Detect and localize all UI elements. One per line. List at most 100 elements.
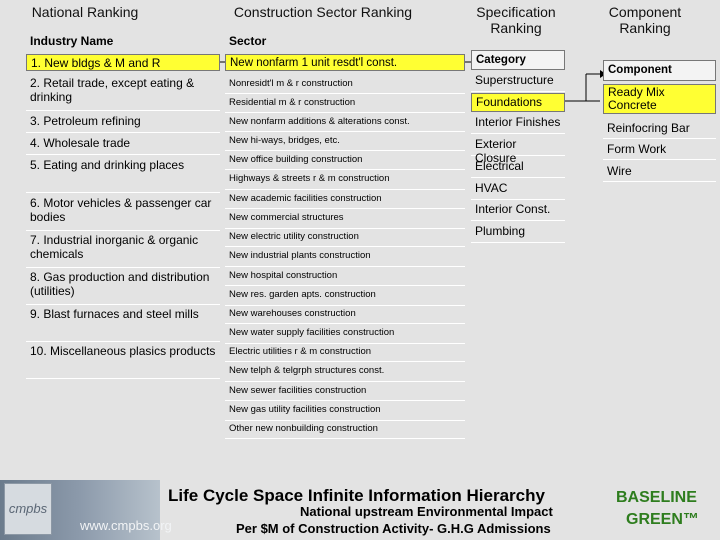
brand-green: GREEN™ [626, 511, 699, 528]
sector-item-20[interactable]: Other new nonbuilding construction [225, 421, 465, 439]
component-header: Component [603, 60, 716, 81]
category-item-label: Plumbing [475, 224, 526, 238]
industry-item-8[interactable]: 8. Gas production and distribution (util… [26, 269, 220, 305]
industry-item-7[interactable]: 7. Industrial inorganic & organic chemic… [26, 232, 220, 268]
sector-label: New telph & telgrph structures const. [229, 365, 385, 376]
footer-title: Life Cycle Space Infinite Information Hi… [168, 486, 545, 505]
footer-subtitle-1: National upstream Environmental Impact [300, 504, 553, 519]
industry-label: 2. Retail trade, except eating & drinkin… [30, 76, 195, 104]
component-item-ready-mix-concrete[interactable]: Ready Mix Concrete [603, 84, 716, 114]
sector-item-9[interactable]: New commercial structures [225, 210, 465, 229]
sector-label: New office building construction [229, 154, 363, 165]
sector-label: New gas utility facilities construction [229, 404, 381, 415]
sector-item-1[interactable]: New nonfarm 1 unit resdt'l const. [225, 54, 465, 71]
component-item-reinforcing-bar[interactable]: Reinfocring Bar [603, 121, 716, 139]
industry-item-10[interactable]: 10. Miscellaneous plasics products [26, 343, 220, 379]
cmpbs-logo: cmpbs [4, 483, 52, 535]
sector-item-12[interactable]: New hospital construction [225, 268, 465, 286]
industry-item-5[interactable]: 5. Eating and drinking places [26, 157, 220, 193]
brand-baseline: BASELINE [616, 489, 697, 506]
footer-subtitle-2: Per $M of Construction Activity- G.H.G A… [236, 521, 551, 536]
national-ranking-header: National Ranking [31, 4, 139, 20]
category-item-plumbing[interactable]: Plumbing [471, 223, 565, 243]
component-item-form-work[interactable]: Form Work [603, 142, 716, 160]
sector-label: Sector [229, 34, 267, 48]
industry-name-label: Industry Name [30, 34, 114, 48]
industry-item-1[interactable]: 1. New bldgs & M and R [26, 54, 220, 71]
category-item-hvac[interactable]: HVAC [471, 180, 565, 200]
category-item-label: Electrical [475, 159, 524, 173]
category-item-label: Interior Const. [475, 202, 551, 216]
industry-label: 1. New bldgs & M and R [31, 56, 161, 70]
industry-label: 4. Wholesale trade [30, 136, 131, 150]
category-item-label: Foundations [476, 95, 543, 109]
component-item-label: Ready Mix Concrete [608, 85, 665, 112]
sector-label: New hospital construction [229, 270, 338, 281]
sector-label: New nonfarm 1 unit resdt'l const. [230, 57, 398, 69]
industry-label: 7. Industrial inorganic & organic chemic… [30, 233, 199, 261]
sector-label: Electric utilities r & m construction [229, 346, 372, 357]
industry-item-2[interactable]: 2. Retail trade, except eating & drinkin… [26, 75, 220, 111]
industry-label: 10. Miscellaneous plasics products [30, 344, 216, 358]
category-item-foundations[interactable]: Foundations [471, 93, 565, 112]
component-item-label: Reinfocring Bar [607, 121, 690, 135]
sector-item-13[interactable]: New res. garden apts. construction [225, 287, 465, 306]
sector-item-4[interactable]: New nonfarm additions & alterations cons… [225, 114, 465, 132]
sector-item-3[interactable]: Residential m & r construction [225, 95, 465, 113]
category-item-label: Interior Finishes [475, 115, 561, 129]
industry-label: 6. Motor vehicles & passenger car bodies [30, 196, 212, 224]
sector-label: New warehouses construction [229, 308, 356, 319]
category-item-exterior-closure[interactable]: Exterior Closure [471, 136, 565, 165]
specification-ranking-header: Specification Ranking [476, 4, 556, 36]
category-item-interior-finishes[interactable]: Interior Finishes [471, 114, 565, 134]
website-url[interactable]: www.cmpbs.org [80, 518, 172, 533]
sector-label: New nonfarm additions & alterations cons… [229, 116, 410, 127]
sector-label: New hi-ways, bridges, etc. [229, 135, 340, 146]
category-item-electrical[interactable]: Electrical [471, 158, 565, 178]
component-label: Component [608, 64, 672, 76]
industry-label: 9. Blast furnaces and steel mills [30, 307, 199, 321]
sector-item-5[interactable]: New hi-ways, bridges, etc. [225, 133, 465, 151]
component-item-wire[interactable]: Wire [603, 164, 716, 182]
sector-item-19[interactable]: New gas utility facilities construction [225, 402, 465, 421]
sector-item-2[interactable]: Nonresidt'l m & r construction [225, 76, 465, 94]
sector-label: New industrial plants construction [229, 250, 371, 261]
industry-item-6[interactable]: 6. Motor vehicles & passenger car bodies [26, 195, 220, 231]
sector-item-8[interactable]: New academic facilities construction [225, 191, 465, 209]
category-label: Category [476, 54, 526, 66]
sector-label: New commercial structures [229, 212, 344, 223]
sector-label: New academic facilities construction [229, 193, 382, 204]
component-item-label: Wire [607, 164, 632, 178]
sector-item-6[interactable]: New office building construction [225, 152, 465, 170]
category-item-label: Superstructure [475, 73, 554, 87]
component-ranking-header: Component Ranking [608, 4, 682, 36]
category-item-label: Exterior Closure [475, 137, 517, 165]
industry-item-3[interactable]: 3. Petroleum refining [26, 113, 220, 133]
sector-label: New sewer facilities construction [229, 385, 367, 396]
sector-item-10[interactable]: New electric utility construction [225, 229, 465, 247]
sector-label: Residential m & r construction [229, 97, 356, 108]
category-item-label: HVAC [475, 181, 508, 195]
sector-item-16[interactable]: Electric utilities r & m construction [225, 344, 465, 362]
sector-item-18[interactable]: New sewer facilities construction [225, 383, 465, 401]
category-header: Category [471, 50, 565, 70]
sector-item-17[interactable]: New telph & telgrph structures const. [225, 363, 465, 382]
sector-item-11[interactable]: New industrial plants construction [225, 248, 465, 267]
sector-label: Highways & streets r & m construction [229, 173, 390, 184]
component-item-label: Form Work [607, 142, 667, 156]
category-item-superstructure[interactable]: Superstructure [471, 72, 565, 92]
sector-label: Other new nonbuilding construction [229, 423, 378, 434]
category-item-interior-const[interactable]: Interior Const. [471, 201, 565, 221]
sector-item-7[interactable]: Highways & streets r & m construction [225, 171, 465, 190]
sector-label: New water supply facilities construction [229, 327, 395, 338]
construction-sector-ranking-header: Construction Sector Ranking [233, 4, 413, 20]
sector-label: New res. garden apts. construction [229, 289, 376, 300]
sector-item-15[interactable]: New water supply facilities construction [225, 325, 465, 344]
industry-item-9[interactable]: 9. Blast furnaces and steel mills [26, 306, 220, 342]
sector-label: New electric utility construction [229, 231, 359, 242]
industry-label: 8. Gas production and distribution (util… [30, 270, 210, 298]
industry-item-4[interactable]: 4. Wholesale trade [26, 135, 220, 155]
sector-item-14[interactable]: New warehouses construction [225, 306, 465, 324]
sector-label: Nonresidt'l m & r construction [229, 78, 353, 89]
industry-label: 3. Petroleum refining [30, 114, 141, 128]
